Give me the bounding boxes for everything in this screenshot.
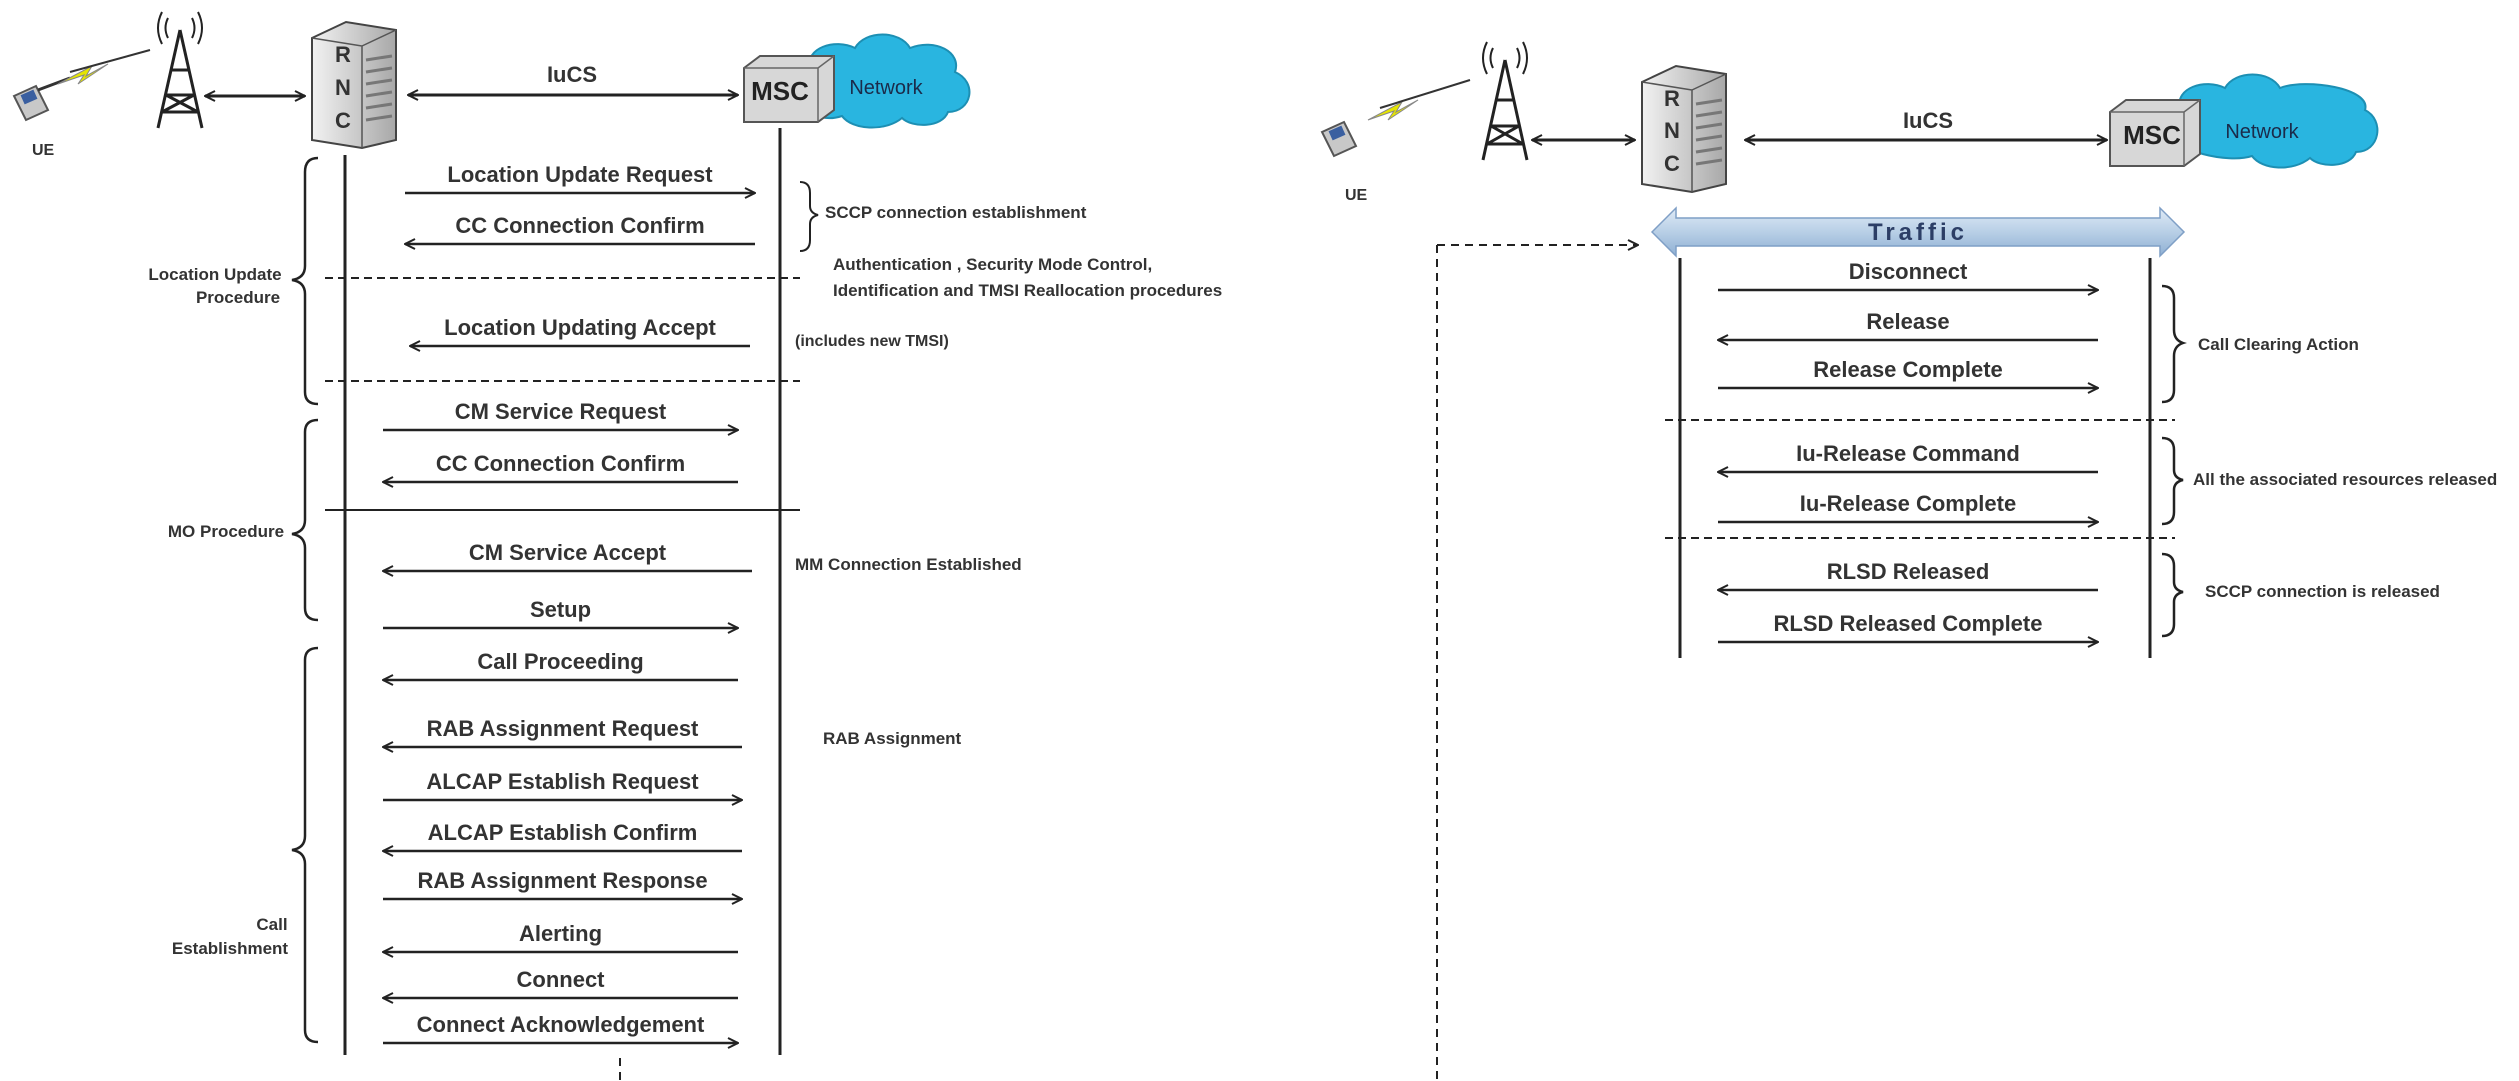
- rnc-rack-icon-right: [1641, 64, 1727, 194]
- msc-label-right: MSC: [2123, 120, 2181, 150]
- msc-box: [743, 55, 835, 123]
- left-message-label-10: ALCAP Establish Request: [426, 769, 699, 794]
- left-diagram: UE R N C IuCS Network MSC: [12, 11, 1222, 1081]
- note-call-clearing: Call Clearing Action: [2198, 335, 2359, 354]
- ue-label-right: UE: [1345, 187, 1368, 204]
- section-label-call-1: Call: [256, 915, 287, 934]
- antenna-tower-icon: [156, 11, 204, 129]
- right-message-label-5: Iu-Release Complete: [1800, 491, 2016, 516]
- right-message-label-4: Iu-Release Command: [1796, 441, 2020, 466]
- note-sccp-establishment: SCCP connection establishment: [825, 203, 1087, 222]
- rnc-letter-r-right: R: [1664, 86, 1680, 111]
- section-label-location-update-1: Location Update: [148, 265, 281, 284]
- left-message-label-14: Connect: [517, 967, 606, 992]
- left-message-label-5: CC Connection Confirm: [436, 451, 685, 476]
- msc-label: MSC: [751, 76, 809, 106]
- ue-phone-icon: [12, 76, 71, 122]
- section-label-mo: MO Procedure: [168, 522, 284, 541]
- left-message-label-1: Location Update Request: [447, 162, 713, 187]
- right-message-label-7: RLSD Released Complete: [1774, 611, 2043, 636]
- left-message-label-13: Alerting: [519, 921, 602, 946]
- left-message-label-11: ALCAP Establish Confirm: [428, 820, 698, 845]
- left-message-label-8: Call Proceeding: [477, 649, 643, 674]
- right-message-label-1: Disconnect: [1849, 259, 1968, 284]
- left-message-label-15: Connect Acknowledgement: [417, 1012, 705, 1037]
- note-rab-assignment: RAB Assignment: [823, 729, 962, 748]
- rnc-rack-icon: [311, 20, 397, 150]
- left-message-label-9: RAB Assignment Request: [427, 716, 699, 741]
- note-auth-line2: Identification and TMSI Reallocation pro…: [833, 281, 1222, 300]
- right-message-label-2: Release: [1866, 309, 1949, 334]
- msc-box-right: [2109, 99, 2201, 167]
- iucs-label-right: IuCS: [1903, 108, 1953, 133]
- rnc-letter-n: N: [335, 75, 351, 100]
- rnc-letter-c-right: C: [1664, 151, 1680, 176]
- ue-label: UE: [32, 142, 55, 159]
- lightning-icon: [57, 63, 109, 85]
- note-mm-connection: MM Connection Established: [795, 555, 1022, 574]
- iucs-label: IuCS: [547, 62, 597, 87]
- section-label-location-update-2: Procedure: [196, 288, 280, 307]
- rnc-letter-r: R: [335, 42, 351, 67]
- left-message-label-3: Location Updating Accept: [444, 315, 716, 340]
- rnc-letter-n-right: N: [1664, 118, 1680, 143]
- left-message-label-12: RAB Assignment Response: [417, 868, 707, 893]
- left-message-label-4: CM Service Request: [455, 399, 667, 424]
- right-diagram: UE R N C IuCS Network MSC Traffic: [1320, 41, 2497, 658]
- right-message-label-6: RLSD Released: [1827, 559, 1990, 584]
- traffic-label: Traffic: [1868, 219, 1968, 246]
- right-message-label-3: Release Complete: [1813, 357, 2003, 382]
- traffic-arrow: [1650, 206, 2186, 258]
- left-message-label-2: CC Connection Confirm: [455, 213, 704, 238]
- section-label-call-2: Establishment: [172, 939, 289, 958]
- left-message-label-7: Setup: [530, 597, 591, 622]
- network-label-right: Network: [2225, 121, 2299, 143]
- note-resources-released: All the associated resources released: [2193, 470, 2497, 489]
- note-auth-line1: Authentication , Security Mode Control,: [833, 255, 1152, 274]
- left-message-arrows: Location Update Request CC Connection Con…: [383, 162, 755, 1043]
- network-label: Network: [849, 77, 923, 99]
- ue-phone-icon-right: [1320, 120, 1358, 158]
- rnc-letter-c: C: [335, 108, 351, 133]
- note-sccp-released: SCCP connection is released: [2205, 582, 2440, 601]
- left-message-label-6: CM Service Accept: [469, 540, 667, 565]
- antenna-tower-icon-right: [1481, 41, 1529, 161]
- note-tmsi: (includes new TMSI): [795, 333, 949, 350]
